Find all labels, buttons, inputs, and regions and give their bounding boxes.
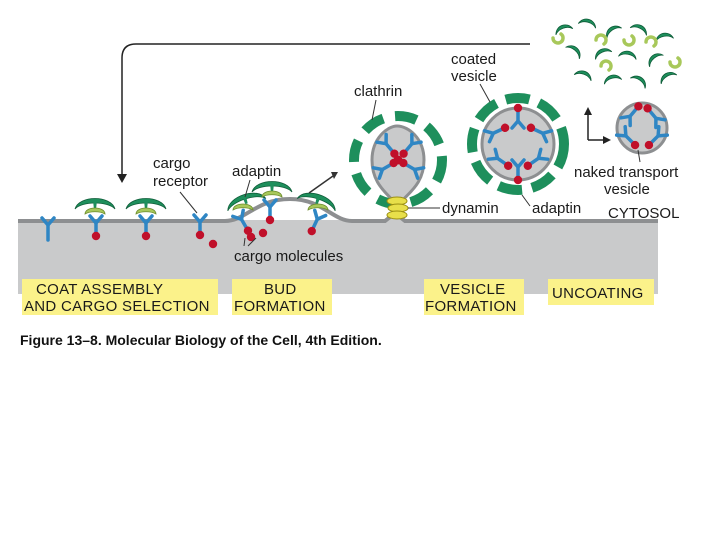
uncoating-stage [553, 17, 680, 162]
released-clathrin [554, 17, 677, 88]
budding-vesicle [354, 116, 442, 219]
clathrin-triskelion [252, 182, 292, 193]
stage-bud-formation: BUD FORMATION [232, 279, 332, 315]
stage-uncoating-text: UNCOATING [552, 285, 644, 302]
label-cargo-molecules: cargo molecules [234, 248, 343, 265]
stage-bud-line2: FORMATION [234, 298, 326, 315]
label-coated-vesicle-line2: vesicle [451, 68, 497, 85]
label-cargo-receptor-line2: receptor [153, 173, 208, 190]
label-adaptin-top: adaptin [232, 163, 281, 180]
label-naked-vesicle-line1: naked transport [574, 164, 679, 181]
adaptin [262, 191, 282, 197]
stage-coat-assembly: COAT ASSEMBLY AND CARGO SELECTION [22, 279, 218, 315]
adaptin [136, 208, 156, 214]
stage-uncoating: UNCOATING [548, 279, 654, 305]
label-dynamin: dynamin [442, 200, 499, 217]
label-adaptin-bottom: adaptin [532, 200, 581, 217]
cargo-molecule [259, 229, 267, 237]
coated-vesicle [472, 98, 564, 206]
stage-vesicle-line1: VESICLE [440, 281, 505, 298]
label-clathrin: clathrin [354, 83, 402, 100]
dynamin-collar [387, 197, 408, 219]
figure-caption: Figure 13–8. Molecular Biology of the Ce… [20, 332, 382, 348]
label-naked-vesicle-line2: vesicle [604, 181, 650, 198]
label-coated-vesicle-line1: coated [451, 51, 496, 68]
naked-transport-vesicle [617, 99, 668, 162]
vesicle-formation-diagram: cargo receptor adaptin clathrin coated v… [0, 0, 720, 360]
stage-bud-line1: BUD [264, 281, 297, 298]
label-cytosol: CYTOSOL [608, 205, 679, 222]
released-adaptin [553, 34, 680, 70]
stage-coat-line1: COAT ASSEMBLY [36, 281, 163, 298]
cargo-molecule [209, 240, 217, 248]
adaptin [85, 208, 105, 214]
clathrin-triskelion [75, 199, 115, 210]
clathrin-triskelion [126, 199, 166, 210]
label-cargo-receptor-line1: cargo [153, 155, 191, 172]
stage-vesicle-line2: FORMATION [425, 298, 517, 315]
label-pointers [180, 84, 490, 213]
stage-vesicle-formation: VESICLE FORMATION [424, 279, 524, 315]
stage-coat-line2: AND CARGO SELECTION [24, 298, 210, 315]
